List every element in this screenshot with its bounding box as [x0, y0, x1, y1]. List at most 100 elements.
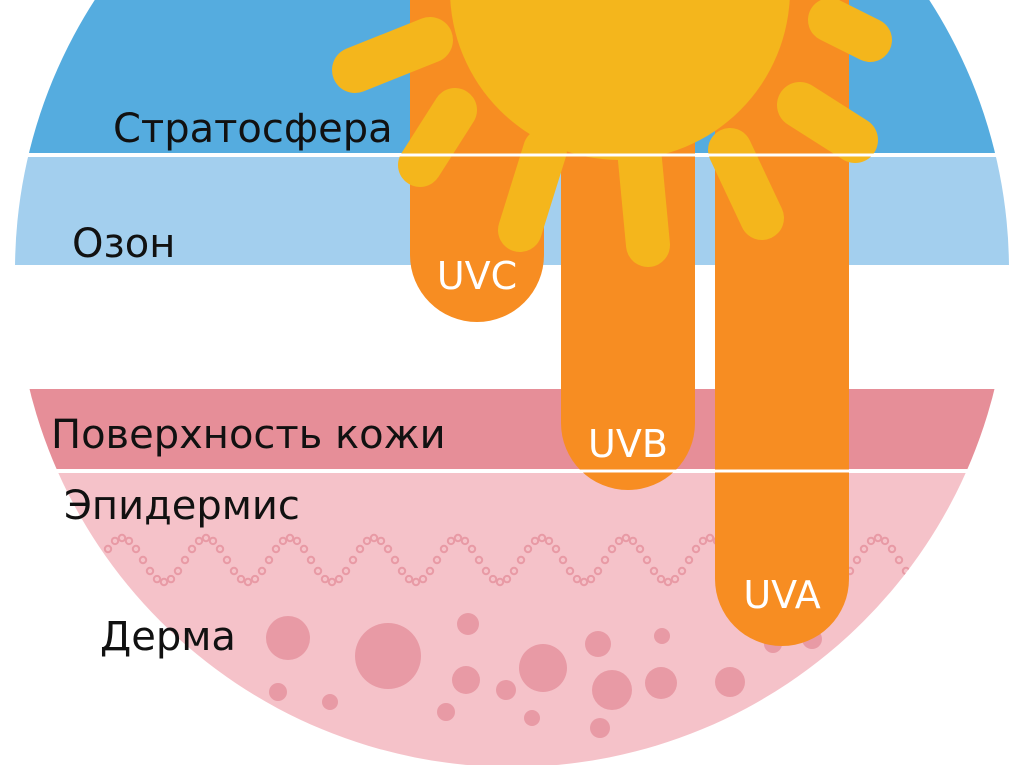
wave-dot	[285, 533, 295, 543]
uvc-label: UVC	[437, 254, 517, 298]
dermis-cell	[585, 631, 611, 657]
wave-dot	[348, 555, 358, 565]
wave-dot	[61, 566, 71, 576]
dermis-cell	[452, 666, 480, 694]
wave-dot	[873, 533, 883, 543]
wave-dot	[390, 555, 400, 565]
wave-dot	[579, 577, 589, 587]
wave-dot	[551, 544, 561, 554]
wave-dot	[439, 544, 449, 554]
wave-dot	[271, 544, 281, 554]
dermis-cell	[457, 613, 479, 635]
wave-dot	[243, 577, 253, 587]
wave-dot	[516, 555, 526, 565]
wave-dot	[299, 544, 309, 554]
wave-dot	[936, 555, 946, 565]
wave-dot	[964, 536, 974, 546]
wave-dot	[159, 577, 169, 587]
wave-dot	[908, 574, 918, 584]
wave-dot	[572, 574, 582, 584]
dermis-label: Дерма	[100, 614, 236, 660]
wave-dot	[180, 555, 190, 565]
wave-dot	[425, 566, 435, 576]
wave-dot	[656, 574, 666, 584]
wave-dot	[257, 566, 267, 576]
wave-dot	[495, 577, 505, 587]
dermis-cell	[496, 680, 516, 700]
wave-dot	[957, 533, 967, 543]
wave-dot	[894, 555, 904, 565]
wave-dot	[866, 536, 876, 546]
wave-dot	[488, 574, 498, 584]
uva-label: UVA	[743, 573, 820, 617]
wave-dot	[929, 566, 939, 576]
wave-dot	[110, 536, 120, 546]
wave-dot	[292, 536, 302, 546]
wave-dot	[341, 566, 351, 576]
wave-dot	[446, 536, 456, 546]
wave-dot	[642, 555, 652, 565]
wave-dot	[565, 566, 575, 576]
dermis-cell	[831, 691, 849, 709]
wave-dot	[222, 555, 232, 565]
wave-dot	[103, 544, 113, 554]
wave-dot	[460, 536, 470, 546]
wave-dot	[229, 566, 239, 576]
wave-dot	[558, 555, 568, 565]
wave-dot	[187, 544, 197, 554]
dermis-cell	[654, 628, 670, 644]
dermis-cell	[841, 653, 869, 681]
ozone-label: Озон	[72, 221, 175, 267]
wave-dot	[852, 555, 862, 565]
wave-dot	[173, 566, 183, 576]
wave-dot	[607, 544, 617, 554]
wave-dot	[621, 533, 631, 543]
dermis-cell	[437, 703, 455, 721]
dermis-cell	[131, 693, 151, 713]
wave-dot	[47, 544, 57, 554]
wave-dot	[593, 566, 603, 576]
wave-dot	[411, 577, 421, 587]
wave-dot	[502, 574, 512, 584]
wave-dot	[82, 574, 92, 584]
wave-dot	[880, 536, 890, 546]
wave-dot	[306, 555, 316, 565]
wave-dot	[131, 544, 141, 554]
wave-dot	[313, 566, 323, 576]
wave-dot	[635, 544, 645, 554]
wave-dot	[33, 533, 43, 543]
wave-dot	[586, 574, 596, 584]
wave-dot	[145, 566, 155, 576]
wave-dot	[376, 536, 386, 546]
wave-dot	[418, 574, 428, 584]
wave-dot	[397, 566, 407, 576]
wave-dot	[915, 577, 925, 587]
dermis-cell	[590, 718, 610, 738]
wave-dot	[614, 536, 624, 546]
wave-dot	[320, 574, 330, 584]
dermis-cell	[206, 676, 230, 700]
wave-dot	[208, 536, 218, 546]
wave-dot	[922, 574, 932, 584]
dermis-cell	[645, 667, 677, 699]
wave-dot	[537, 533, 547, 543]
wave-dot	[383, 544, 393, 554]
wave-dot	[691, 544, 701, 554]
epidermis-label: Эпидермис	[64, 483, 300, 529]
wave-dot	[971, 544, 981, 554]
wave-dot	[166, 574, 176, 584]
wave-dot	[523, 544, 533, 554]
wave-dot	[628, 536, 638, 546]
wave-dot	[96, 555, 106, 565]
wave-dot	[600, 555, 610, 565]
wave-dot	[684, 555, 694, 565]
dermis-cell	[322, 694, 338, 710]
wave-dot	[138, 555, 148, 565]
wave-dot	[432, 555, 442, 565]
dermis-cell	[266, 616, 310, 660]
wave-dot	[89, 566, 99, 576]
wave-dot	[236, 574, 246, 584]
wave-dot	[369, 533, 379, 543]
wave-dot	[677, 566, 687, 576]
